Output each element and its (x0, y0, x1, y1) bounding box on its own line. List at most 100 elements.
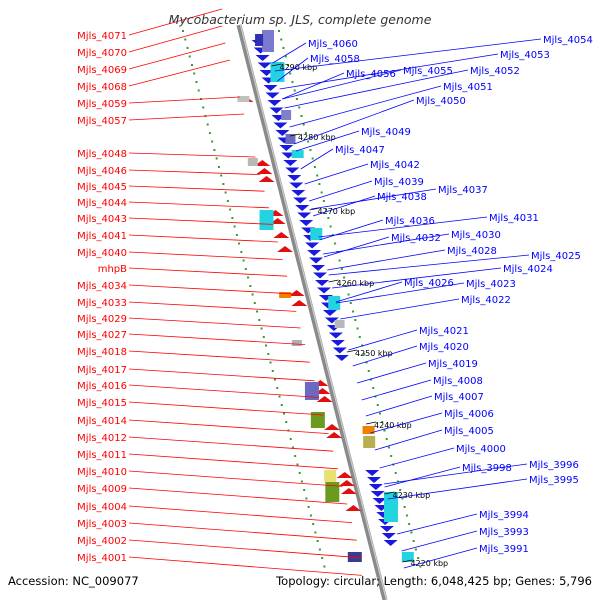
kbp-tick-mark (402, 559, 413, 563)
inner-track-dot (182, 30, 184, 32)
inner-track-dot (256, 310, 259, 313)
reverse-strand-gene-arrow (299, 220, 314, 226)
reverse-strand-gene-arrow (365, 470, 380, 476)
inner-track-dot (197, 89, 200, 92)
gene-block (304, 382, 319, 400)
reverse-strand-gene-arrow (328, 332, 343, 339)
right-gene-label: Mjls_4054 (543, 35, 593, 46)
inner-track-dot (240, 251, 243, 253)
left-gene-label: Mjls_4059 (77, 99, 127, 110)
right-gene-label: Mjls_4000 (456, 444, 506, 455)
right-gene-label: Mjls_4022 (461, 295, 511, 306)
reverse-strand-gene-arrow (273, 122, 288, 129)
inner-track-dot (195, 81, 198, 83)
outer-track-dot (361, 344, 364, 347)
left-leader-line (128, 401, 324, 416)
reverse-strand-gene-arrow (379, 526, 394, 532)
left-gene-label: Mjls_4070 (77, 48, 127, 59)
outer-track-dot (286, 64, 289, 66)
left-gene-label: Mjls_4002 (77, 536, 127, 547)
outer-track-dot (417, 557, 420, 559)
inner-track-dot (206, 123, 209, 126)
reverse-strand-gene-arrow (311, 265, 326, 271)
forward-strand-gene-arrow (288, 290, 305, 296)
reverse-strand-gene-arrow (315, 280, 329, 286)
inner-track-dot (285, 421, 288, 423)
gene-block (310, 412, 325, 428)
inner-track-dot (222, 183, 225, 185)
outer-track-dot (291, 81, 294, 83)
outer-track-dot (367, 370, 370, 372)
reverse-strand-gene-arrow (259, 70, 274, 76)
right-gene-label: Mjls_4049 (361, 127, 411, 138)
gene-block (237, 96, 250, 102)
outer-track-dot (327, 217, 330, 219)
backbone-line (236, 24, 388, 600)
reverse-strand-gene-arrow (269, 107, 284, 114)
left-gene-label: Mjls_4044 (77, 198, 127, 209)
reverse-strand-gene-arrow (330, 340, 345, 346)
left-leader-line (128, 317, 301, 329)
right-gene-label: Mjls_4026 (404, 278, 454, 289)
kbp-tick-mark (346, 349, 358, 353)
right-leader-line (323, 236, 390, 258)
gene-block (285, 134, 296, 144)
right-gene-label: Mjls_4021 (419, 326, 469, 337)
right-gene-label: Mjls_4008 (433, 376, 483, 387)
outer-track-dot (396, 480, 399, 483)
right-leader-line (300, 148, 334, 170)
gene-block (281, 110, 292, 120)
left-gene-label: Mjls_4003 (77, 519, 127, 530)
inner-track-dot (312, 523, 315, 525)
right-leader-line (328, 254, 530, 276)
gene-block (259, 210, 274, 230)
inner-track-dot (249, 285, 252, 287)
outer-track-dot (293, 89, 296, 92)
left-leader-line (128, 384, 320, 398)
genome-backbone (236, 24, 388, 600)
right-gene-label: Mjls_4030 (451, 230, 501, 241)
inner-track-dot (229, 208, 232, 211)
inner-track-dot (274, 378, 277, 381)
outer-track-dot (419, 565, 422, 568)
right-leader-line (282, 72, 345, 100)
outer-track-dot (374, 395, 377, 398)
inner-track-dot (321, 557, 324, 559)
right-leader-line (370, 412, 443, 434)
outer-track-dot (329, 225, 332, 228)
gene-block (291, 150, 304, 158)
reverse-strand-gene-arrow (265, 92, 280, 99)
right-leader-line (304, 163, 369, 185)
left-leader-line (128, 113, 245, 121)
inner-track-dot (316, 540, 319, 542)
left-leader-line (128, 453, 338, 470)
outer-track-dot (300, 115, 303, 117)
gene-block (270, 62, 285, 82)
outer-track-dot (363, 353, 366, 355)
outer-track-dot (295, 98, 298, 100)
outer-track-dot (387, 446, 390, 449)
left-leader-line (128, 470, 343, 487)
reverse-strand-gene-arrow (332, 347, 347, 354)
left-gene-label: Mjls_4009 (77, 484, 127, 495)
right-gene-label: Mjls_4056 (346, 69, 396, 80)
right-gene-label: Mjls_3998 (462, 463, 512, 474)
kbp-tick-label: 4240 kbp (374, 421, 412, 430)
outer-track-dot (320, 191, 323, 194)
gene-block (325, 482, 340, 502)
outer-track-dot (343, 276, 346, 279)
outer-track-dot (313, 166, 316, 168)
left-leader-line (128, 42, 226, 70)
right-leader-line (379, 447, 455, 469)
right-gene-label: Mjls_4052 (470, 66, 520, 77)
right-leader-line (352, 345, 418, 367)
outer-track-dot (408, 523, 411, 525)
right-gene-label: Mjls_4042 (370, 160, 420, 171)
left-leader-line (128, 556, 362, 576)
forward-strand-gene-arrow (277, 246, 294, 252)
reverse-strand-gene-arrow (267, 100, 282, 106)
left-gene-label: Mjls_4014 (77, 416, 127, 427)
right-leader-line (319, 219, 384, 241)
left-gene-label: Mjls_4041 (77, 231, 127, 242)
